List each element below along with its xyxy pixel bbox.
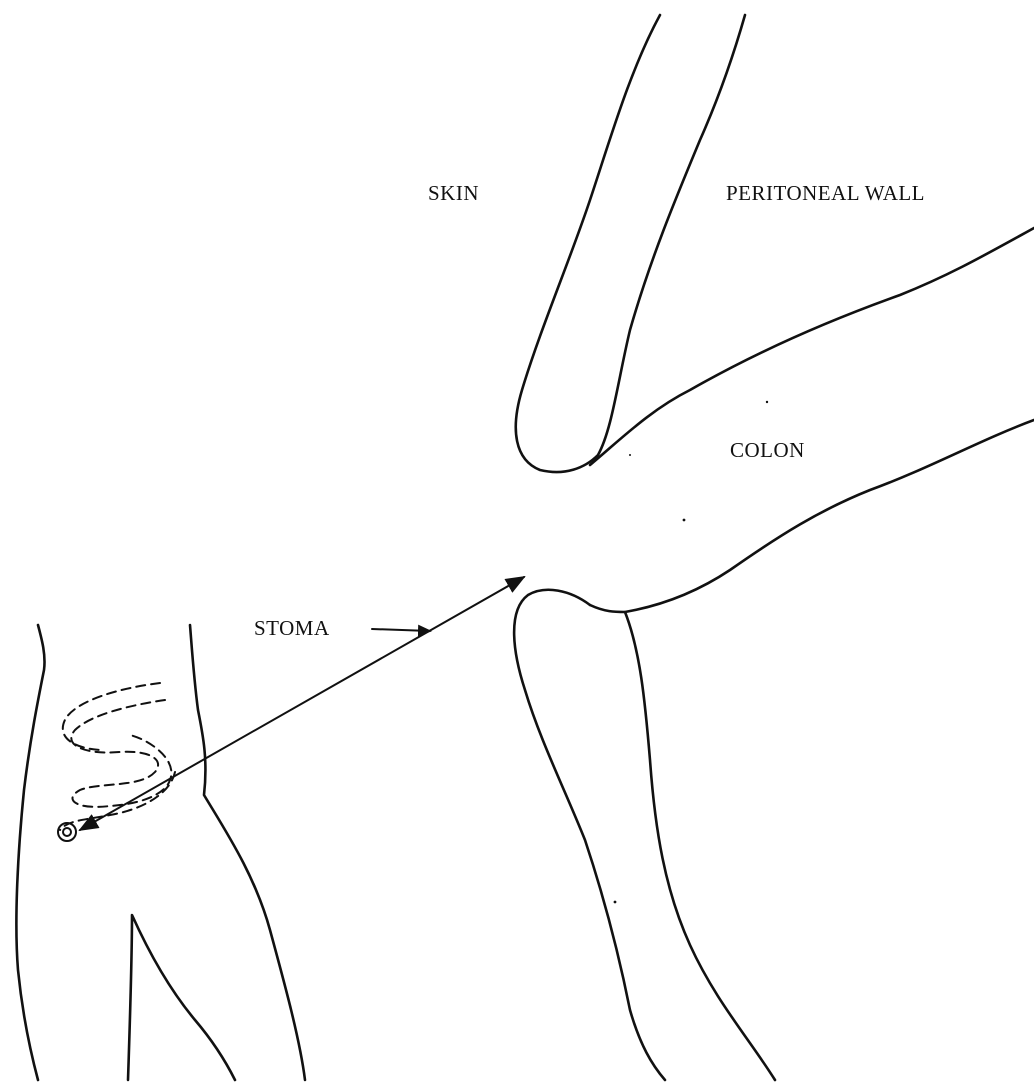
stoma-site-inner-circle bbox=[63, 828, 71, 836]
speck-mark bbox=[629, 454, 631, 456]
skin-label: SKIN bbox=[428, 181, 479, 205]
stoma-site-outer-circle bbox=[58, 823, 76, 841]
intestine-loops-dashed bbox=[71, 700, 171, 807]
speck-mark bbox=[614, 901, 617, 904]
body-left-contour bbox=[16, 625, 44, 1080]
stoma-label: STOMA bbox=[254, 616, 330, 640]
peritoneal-wall-upper-line bbox=[590, 228, 1034, 465]
colon-label: COLON bbox=[730, 438, 805, 462]
speck-mark bbox=[683, 519, 686, 522]
stoma-lower-fold-outline bbox=[514, 590, 665, 1080]
intestine-loops-dashed-outer bbox=[63, 683, 160, 750]
peritoneal-wall-label: PERITONEAL WALL bbox=[726, 181, 925, 205]
colon-lower-line bbox=[625, 420, 1034, 612]
intestine-loops-dashed-lower bbox=[60, 772, 175, 830]
stoma-label-leader bbox=[372, 629, 430, 631]
body-leg-line bbox=[128, 915, 235, 1080]
body-right-contour bbox=[190, 625, 305, 1080]
speck-mark bbox=[766, 401, 768, 403]
stoma-lower-fold-inner bbox=[590, 605, 775, 1080]
skin-fold-outline bbox=[516, 15, 745, 472]
